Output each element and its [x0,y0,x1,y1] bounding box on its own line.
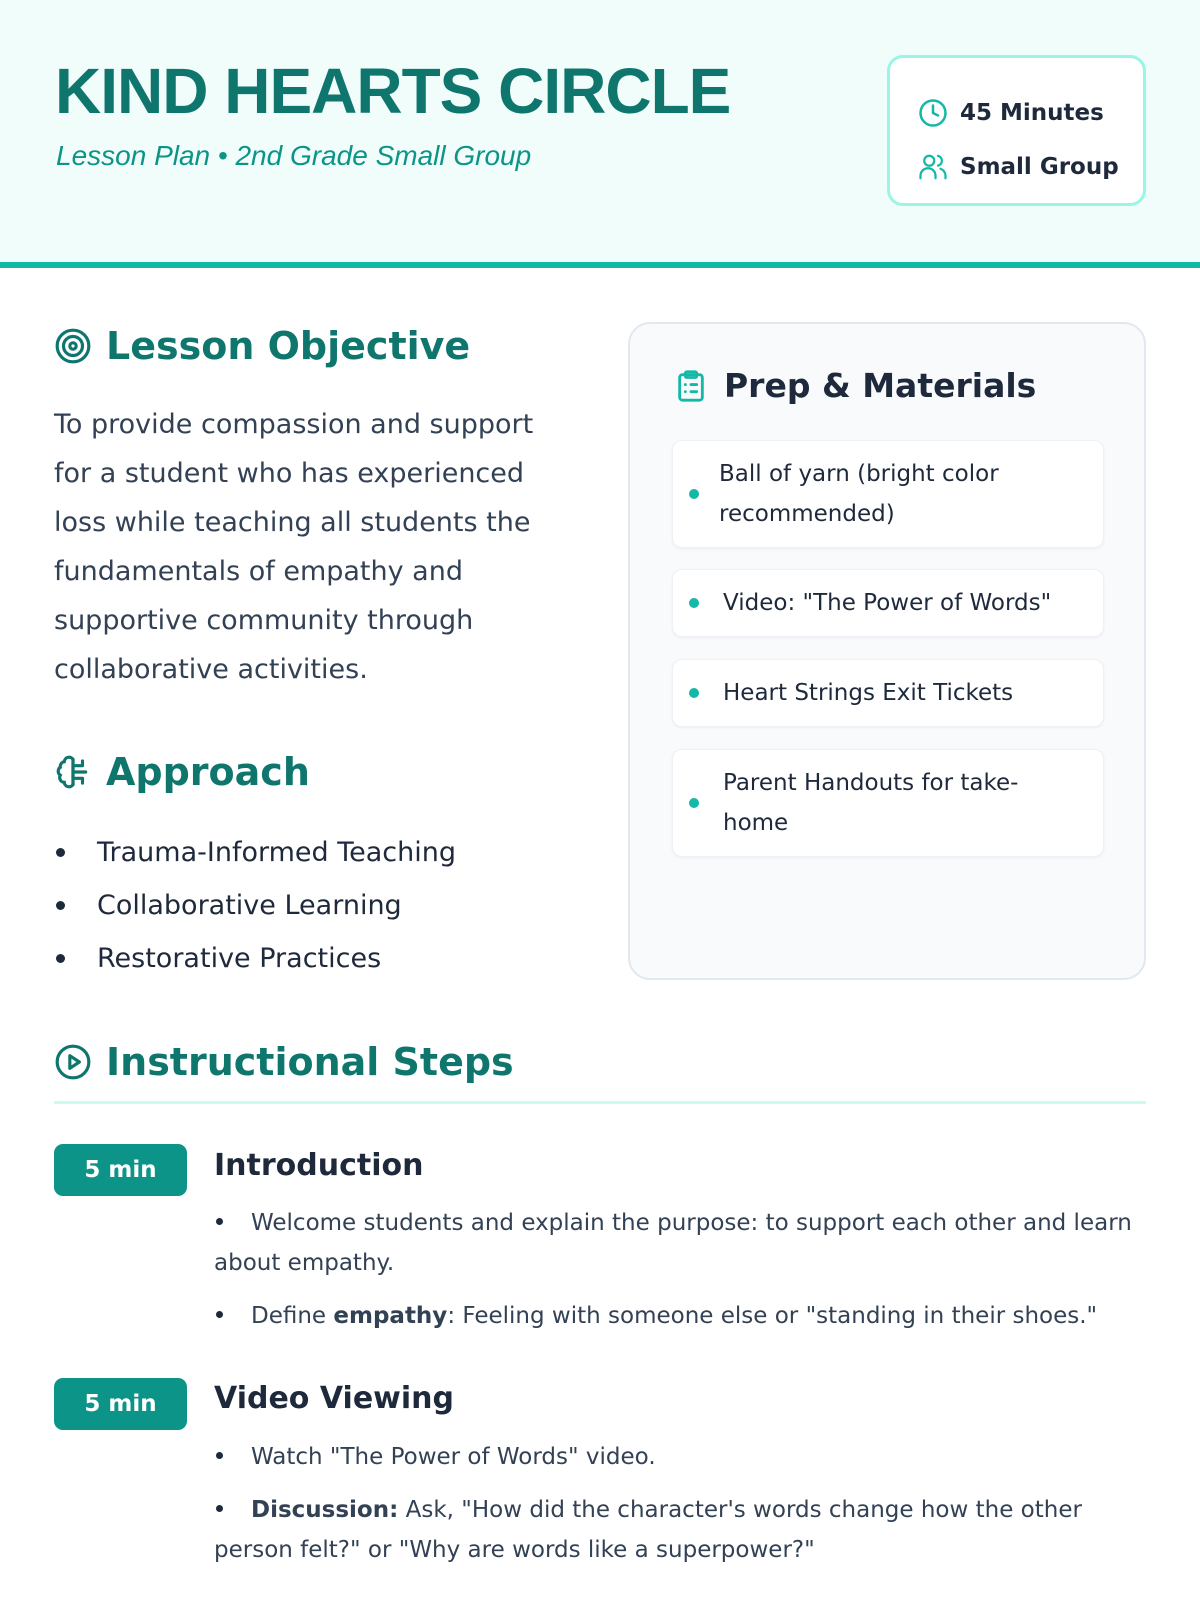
page-title: KIND HEARTS CIRCLE [55,55,731,127]
bullet-dot [689,598,699,608]
approach-item: Collaborative Learning [54,879,456,932]
bullet-bold-term: empathy [333,1303,448,1329]
step-title: Introduction [214,1148,424,1183]
section-divider [54,1101,1146,1104]
material-item: Ball of yarn (bright color recommended) [672,440,1104,548]
material-text: Video: "The Power of Words" [723,590,1052,616]
materials-heading-text: Prep & Materials [724,366,1037,405]
page-subtitle: Lesson Plan • 2nd Grade Small Group [56,140,532,171]
approach-heading: Approach [54,750,310,794]
time-badge: 5 min [54,1144,187,1196]
step-bullet: Welcome students and explain the purpose… [214,1203,1134,1283]
lesson-meta-card: 45 Minutes Small Group [887,55,1146,206]
duration-row: 45 Minutes [918,86,1143,140]
clock-icon [919,99,947,127]
material-item: Video: "The Power of Words" [672,569,1104,637]
materials-card: Prep & Materials Ball of yarn (bright co… [628,322,1146,980]
clipboard-list-icon [678,369,704,402]
bullet-text: : Feeling with someone else or "standing… [447,1303,1098,1329]
step-title: Video Viewing [214,1381,454,1416]
users-icon [919,154,947,180]
approach-item: Restorative Practices [54,932,456,985]
objective-heading: Lesson Objective [54,324,470,368]
bullet-text: Watch "The Power of Words" video. [251,1444,656,1470]
bullet-text: Welcome students and explain the purpose… [214,1210,1132,1276]
time-badge: 5 min [54,1378,187,1430]
group-label: Small Group [960,154,1119,180]
approach-heading-text: Approach [106,750,310,794]
objective-heading-text: Lesson Objective [106,324,471,368]
brain-icon [56,755,88,789]
duration-label: 45 Minutes [960,100,1104,126]
material-text: Ball of yarn (bright color recommended) [719,461,999,527]
target-icon [55,328,91,364]
step-bullets: Welcome students and explain the purpose… [214,1203,1134,1349]
steps-heading-text: Instructional Steps [106,1040,514,1084]
bullet-dot [689,688,699,698]
step-bullet: Discussion: Ask, "How did the character'… [214,1490,1134,1570]
bullet-text: Define [251,1303,334,1329]
material-item: Parent Handouts for take-home [672,749,1104,857]
objective-text: To provide compassion and support for a … [54,409,534,685]
bullet-dot [689,489,699,499]
group-row: Small Group [918,140,1143,194]
bullet-dot [689,798,699,808]
materials-heading: Prep & Materials [674,366,1036,405]
play-circle-icon [55,1044,91,1080]
bullet-bold-term: Discussion: [251,1497,399,1523]
page-header: KIND HEARTS CIRCLE Lesson Plan • 2nd Gra… [0,0,1200,268]
material-item: Heart Strings Exit Tickets [672,659,1104,727]
steps-heading: Instructional Steps [54,1040,514,1084]
bullet-text: Ask, "How did the character's words chan… [214,1497,1082,1563]
approach-list: Trauma-Informed Teaching Collaborative L… [54,826,456,985]
step-bullet: Watch "The Power of Words" video. [214,1437,1134,1477]
step-bullet: Define empathy: Feeling with someone els… [214,1296,1134,1336]
step-bullets: Watch "The Power of Words" video. Discus… [214,1437,1134,1583]
material-text: Heart Strings Exit Tickets [723,680,1014,706]
material-text: Parent Handouts for take-home [723,770,1019,836]
approach-item: Trauma-Informed Teaching [54,826,456,879]
